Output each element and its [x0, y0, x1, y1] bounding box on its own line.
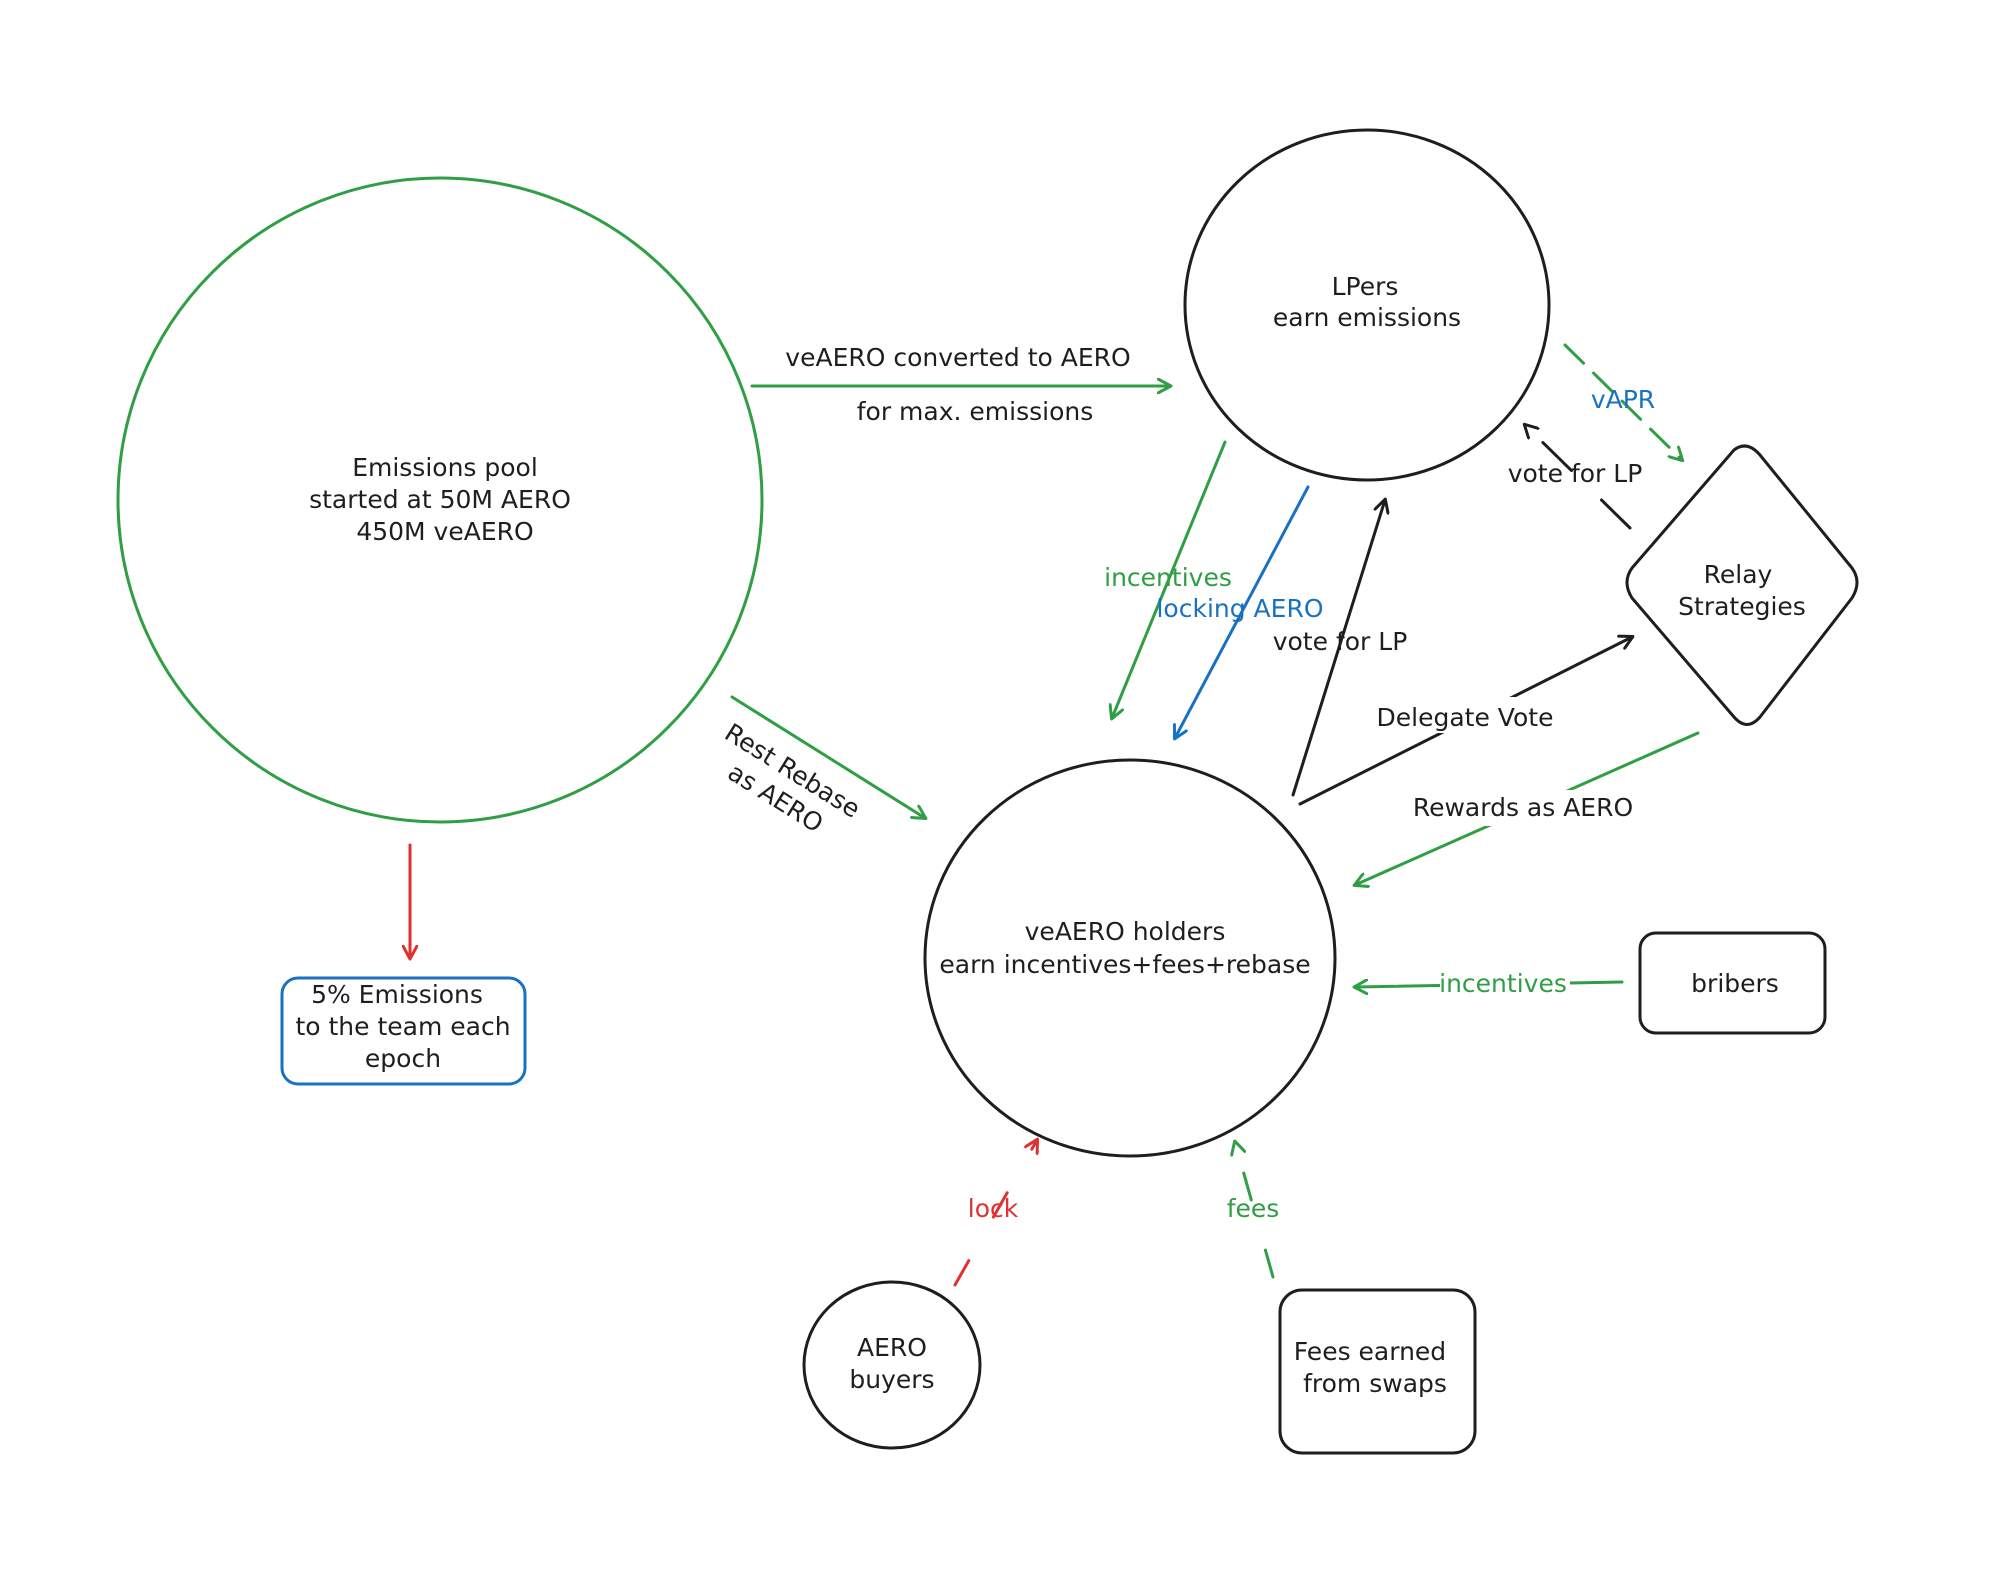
delegate-vote-label: Delegate Vote: [1377, 703, 1554, 732]
rewards-as-aero-label-bg: [1405, 790, 1645, 826]
veaero-holders-circle: [923, 758, 1337, 1158]
edge-fees: fees: [1227, 1142, 1280, 1279]
aero-buyers-circle: [802, 1280, 982, 1450]
edge-vapr: vAPR: [1563, 343, 1682, 460]
emissions-pool-circle: [116, 176, 764, 824]
edge-incentives-lp: incentives: [1104, 440, 1232, 718]
team-emissions-label-2: to the team each: [295, 1012, 510, 1041]
locking-aero-label: locking AERO: [1156, 594, 1323, 623]
incentives-lp-arrow: [1112, 440, 1227, 718]
aero-buyers-label-1: AERO: [857, 1333, 927, 1362]
converted-label-1: veAERO converted to AERO: [785, 343, 1130, 372]
veaero-holders-label-1: veAERO holders: [1025, 917, 1226, 946]
emissions-pool-node: Emissions pool started at 50M AERO 450M …: [116, 176, 764, 824]
bribers-label: bribers: [1691, 969, 1779, 998]
bribers-box: [1638, 931, 1827, 1035]
rewards-as-aero-label: Rewards as AERO: [1413, 793, 1633, 822]
aero-buyers-label-2: buyers: [849, 1365, 934, 1394]
edge-delegate-vote: Delegate Vote: [1298, 637, 1632, 806]
fees-swaps-node: Fees earned from swaps: [1278, 1288, 1477, 1455]
edge-vote-for-lp-holders: vote for LP: [1273, 500, 1408, 797]
edge-vote-for-lp-relay: vote for LP: [1508, 425, 1643, 530]
rest-rebase-arrow: [730, 695, 925, 818]
edge-incentives-bribers: incentives: [1355, 966, 1624, 1000]
vote-for-lp-relay-label: vote for LP: [1508, 459, 1643, 488]
team-emissions-label-3: epoch: [365, 1044, 441, 1073]
vapr-label: vAPR: [1591, 385, 1655, 414]
fees-swaps-label-1: Fees earned: [1294, 1337, 1446, 1366]
relay-strategies-label-1: Relay: [1704, 560, 1773, 589]
team-emissions-node: 5% Emissions to the team each epoch: [280, 976, 527, 1086]
fees-label: fees: [1227, 1194, 1280, 1223]
lock-label: lock: [968, 1194, 1019, 1223]
fees-swaps-label-2: from swaps: [1303, 1369, 1447, 1398]
veaero-holders-label-2: earn incentives+fees+rebase: [939, 950, 1310, 979]
edge-rest-rebase: Rest Rebase as AERO: [720, 695, 925, 838]
veaero-holders-node: veAERO holders earn incentives+fees+reba…: [923, 758, 1337, 1158]
team-emissions-label-1: 5% Emissions: [311, 980, 483, 1009]
relay-strategies-diamond: [1625, 444, 1859, 726]
edge-rewards-as-aero: Rewards as AERO: [1355, 731, 1700, 885]
lpers-node: LPers earn emissions: [1183, 128, 1551, 482]
vapr-arrow: [1563, 343, 1682, 460]
edge-converted: veAERO converted to AERO for max. emissi…: [750, 343, 1170, 426]
relay-strategies-label-2: Strategies: [1678, 592, 1806, 621]
emissions-pool-label-1: Emissions pool: [352, 453, 538, 482]
bribers-node: bribers: [1638, 931, 1827, 1035]
aero-buyers-node: AERO buyers: [802, 1280, 982, 1450]
lpers-label-1: LPers: [1332, 272, 1399, 301]
vote-for-lp-holders-arrow: [1291, 500, 1385, 797]
incentives-lp-label: incentives: [1104, 563, 1232, 592]
edge-locking-aero: locking AERO: [1156, 485, 1324, 738]
delegate-vote-label-bg: [1365, 697, 1565, 733]
edge-lock: lock: [953, 1140, 1037, 1287]
fees-swaps-box: [1278, 1288, 1477, 1455]
incentives-bribers-label-bg: [1440, 966, 1570, 1000]
lpers-circle: [1183, 128, 1551, 482]
lpers-label-2: earn emissions: [1273, 303, 1461, 332]
lock-arrow: [953, 1140, 1037, 1287]
incentives-bribers-label: incentives: [1439, 969, 1567, 998]
converted-label-2: for max. emissions: [857, 397, 1094, 426]
fees-arrow: [1235, 1142, 1275, 1279]
locking-aero-arrow: [1175, 485, 1310, 738]
vote-for-lp-holders-label: vote for LP: [1273, 627, 1408, 656]
emissions-pool-label-3: 450M veAERO: [356, 517, 533, 546]
relay-strategies-node: Relay Strategies: [1625, 444, 1859, 726]
team-emissions-box: [280, 976, 527, 1086]
emissions-pool-label-2: started at 50M AERO: [309, 485, 571, 514]
vote-for-lp-relay-arrow: [1525, 425, 1632, 530]
